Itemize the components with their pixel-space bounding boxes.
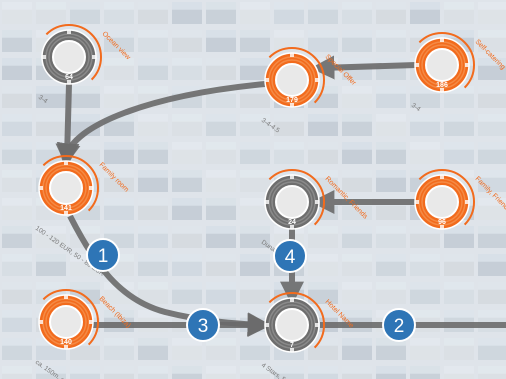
node-outer-arc <box>42 154 100 212</box>
node-core <box>49 171 83 205</box>
node-tick <box>315 200 319 204</box>
node-tick <box>440 88 444 92</box>
node-ring-detail <box>271 181 313 223</box>
node-tick <box>465 200 469 204</box>
node-side-label: 4 Stars, 5 Stars <box>260 362 301 379</box>
step-badge-2: 2 <box>382 308 416 342</box>
step-badge-number: 1 <box>98 246 109 267</box>
node-outer-arc <box>268 46 326 104</box>
node-tick <box>64 211 68 215</box>
node-side-label: ca. 150m, ca. 300... <box>34 359 85 379</box>
node-tick <box>415 63 419 67</box>
node-ring-detail <box>45 167 87 209</box>
node-side-label: 3-4-4.5 <box>260 117 281 135</box>
node-core <box>425 185 459 219</box>
step-badge-number: 4 <box>285 247 296 268</box>
node-outer-arc <box>45 24 102 81</box>
node-count: 179 <box>286 97 298 104</box>
node-tick <box>265 200 269 204</box>
node-ring-detail <box>271 304 313 346</box>
node-side-label: 3-4 <box>410 102 422 113</box>
node-arc-label: Family room <box>98 161 130 193</box>
step-badge-number: 2 <box>394 316 405 337</box>
node-tick <box>315 78 319 82</box>
node-outer-arc <box>418 168 476 226</box>
node-tick <box>64 161 68 165</box>
node-count: 7 <box>290 342 294 349</box>
node-core <box>52 40 86 74</box>
node-core <box>275 185 309 219</box>
node-tick <box>92 55 96 59</box>
node-tick <box>290 298 294 302</box>
node-side-label: 3-4 <box>37 94 49 105</box>
node-tick <box>290 225 294 229</box>
node-count: 186 <box>436 82 448 89</box>
node-tick <box>42 55 46 59</box>
node-tick <box>67 30 71 34</box>
node-count: 141 <box>60 205 72 212</box>
node-arc-label: Ocean view <box>101 30 132 61</box>
node-tick <box>64 295 68 299</box>
node-outer-arc <box>418 31 476 89</box>
node-tick <box>290 175 294 179</box>
filter-node-mid-right[interactable]: 96 Family, Friends <box>414 168 506 230</box>
node-tick <box>290 348 294 352</box>
node-ring-detail <box>45 301 87 343</box>
node-outer-arc <box>268 168 326 226</box>
node-tick <box>440 175 444 179</box>
node-core <box>425 48 459 82</box>
step-badge-number: 3 <box>198 316 209 337</box>
node-tick <box>440 38 444 42</box>
node-tick <box>39 186 43 190</box>
node-arc-label: Family, Friends <box>474 175 506 214</box>
step-badge-circle <box>186 308 220 342</box>
node-tick <box>89 320 93 324</box>
node-ring-detail <box>48 36 90 78</box>
node-tick <box>67 80 71 84</box>
node-ring-detail <box>421 44 463 86</box>
node-ring-detail <box>271 59 313 101</box>
step-badge-4: 4 <box>273 239 307 273</box>
node-tick <box>64 345 68 349</box>
node-tick <box>290 53 294 57</box>
node-core <box>275 63 309 97</box>
node-arc-label: Romantic, Friends <box>324 175 369 220</box>
node-tick <box>265 323 269 327</box>
node-core <box>275 308 309 342</box>
node-tick <box>290 103 294 107</box>
node-count: 24 <box>288 219 296 226</box>
edge-topcenter-to-midleft <box>56 81 266 168</box>
step-badge-3: 3 <box>186 308 220 342</box>
node-tick <box>415 200 419 204</box>
node-outer-arc <box>268 291 326 349</box>
node-outer-arc <box>42 288 100 346</box>
step-badge-1: 1 <box>86 238 120 272</box>
step-badge-circle <box>273 239 307 273</box>
node-tick <box>89 186 93 190</box>
node-core <box>49 305 83 339</box>
node-tick <box>465 63 469 67</box>
node-tick <box>440 225 444 229</box>
node-tick <box>315 323 319 327</box>
step-badges: 1 2 3 4 <box>86 238 416 342</box>
step-badge-circle <box>382 308 416 342</box>
edge-topleft-to-midleft <box>55 83 80 168</box>
node-arc-label: Self-catering <box>474 38 506 71</box>
filter-node-top-left[interactable]: 64 Ocean view 3-4 <box>37 24 132 105</box>
filter-node-top-right[interactable]: 186 Self-catering 3-4 <box>410 31 506 113</box>
step-badge-circle <box>86 238 120 272</box>
node-ring-detail <box>421 181 463 223</box>
node-tick <box>265 78 269 82</box>
node-count: 140 <box>60 339 72 346</box>
node-count: 96 <box>438 219 446 226</box>
node-count: 64 <box>65 74 73 81</box>
edge-topright-to-topcenter <box>310 55 417 80</box>
node-tick <box>39 320 43 324</box>
